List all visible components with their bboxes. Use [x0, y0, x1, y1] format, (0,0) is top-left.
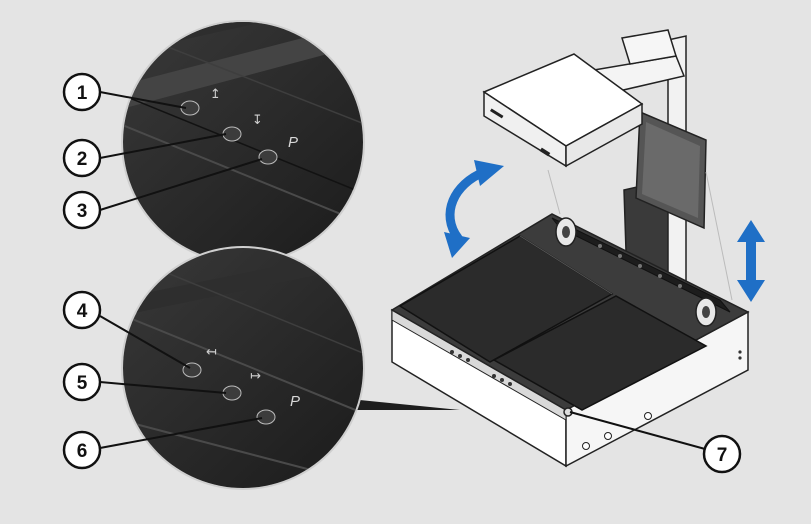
callout-number: 2 — [77, 149, 88, 170]
rotate-arrow-icon — [444, 160, 504, 258]
callout-number: 4 — [77, 301, 88, 322]
magnified-panel-upper: ↥ ↧ P — [121, 20, 365, 264]
callout-1: 1 — [62, 72, 102, 112]
glyph-left-icon: ↤ — [206, 345, 217, 360]
callout-5: 5 — [62, 362, 102, 402]
leader-lines — [99, 91, 717, 453]
callout-number: 6 — [77, 441, 88, 462]
scanner-head — [482, 53, 644, 168]
adjust-wheel-rear — [555, 217, 577, 247]
adjust-wheel-front — [695, 297, 717, 327]
glyph-p-label: P — [288, 134, 298, 151]
callout-6: 6 — [62, 430, 102, 470]
book-scanner — [390, 29, 750, 468]
callout-7: 7 — [702, 434, 742, 474]
glyph-right-icon: ↦ — [250, 369, 261, 384]
callout-number: 3 — [77, 201, 88, 222]
magnified-panel-lower: ↤ ↦ P — [121, 246, 460, 490]
callout-3: 3 — [62, 190, 102, 230]
vertical-adjust-arrow-icon — [737, 220, 765, 302]
glyph-down-icon: ↧ — [252, 113, 263, 128]
callout-number: 1 — [77, 83, 88, 104]
glyph-p-label: P — [290, 393, 300, 410]
callout-4: 4 — [62, 290, 102, 330]
glyph-up-icon: ↥ — [210, 87, 221, 102]
callout-number: 5 — [77, 373, 88, 394]
callout-2: 2 — [62, 138, 102, 178]
panel-button-3 — [258, 149, 278, 165]
cradle-plate-right — [492, 295, 708, 411]
callout-number: 7 — [717, 445, 728, 466]
panel-button-6 — [256, 409, 276, 425]
